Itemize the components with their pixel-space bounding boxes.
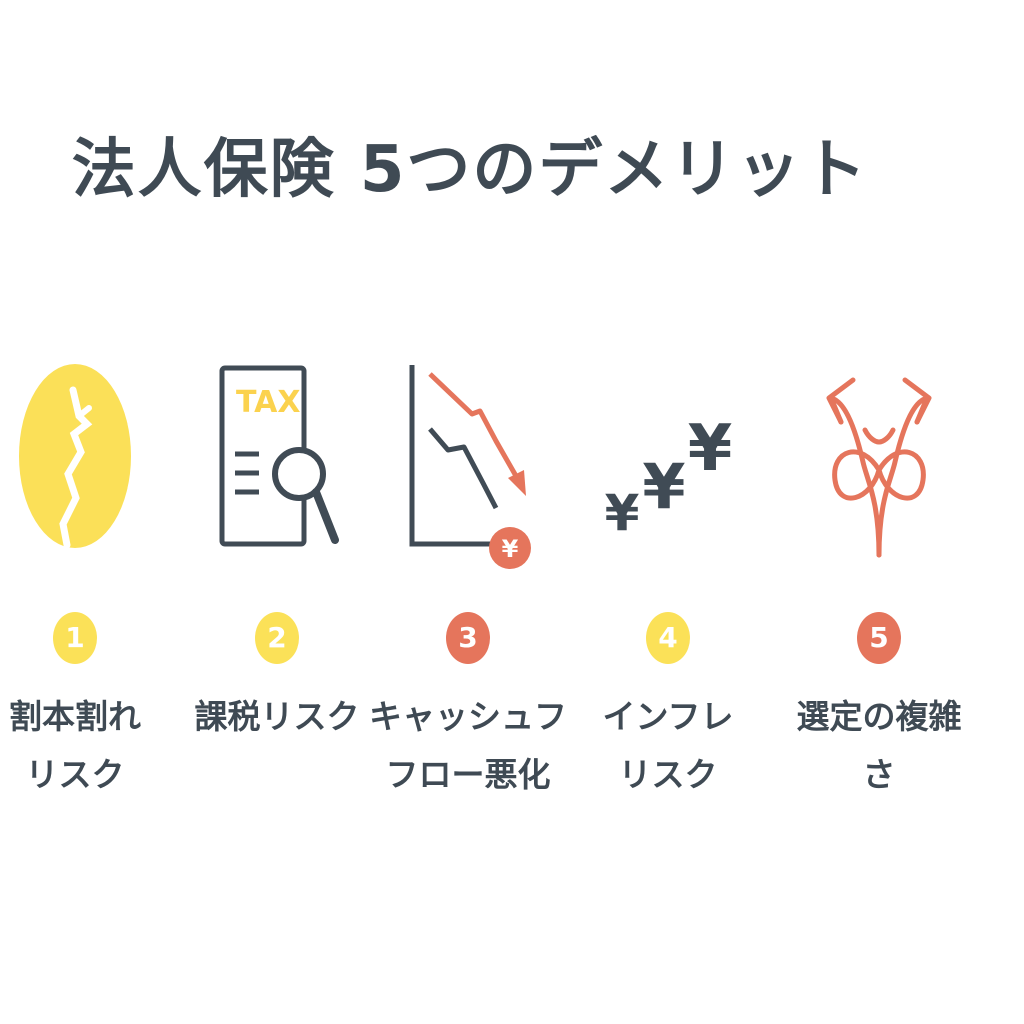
yen-large-text: ¥ bbox=[688, 412, 733, 486]
number-badge: 2 bbox=[255, 612, 299, 664]
item-label: インフレ リスク bbox=[568, 688, 768, 804]
item-principal-loss: 1 割本割れ リスク bbox=[0, 350, 175, 820]
item-tax-risk: TAX 2 課税リスク bbox=[177, 350, 377, 820]
rising-yen-signs-icon: ¥ ¥ ¥ bbox=[605, 412, 733, 542]
item-label-line: リスク bbox=[618, 755, 718, 794]
tax-document-magnifier-icon: TAX bbox=[219, 365, 339, 547]
item-label: 選定の複雑 さ bbox=[779, 688, 979, 804]
item-label-line: インフレ bbox=[602, 697, 734, 736]
yen-medium-text: ¥ bbox=[642, 450, 685, 523]
item-cashflow: ¥ 3 キャッシュフ フロー悪化 bbox=[368, 350, 568, 820]
item-inflation: ¥ ¥ ¥ 4 インフレ リスク bbox=[568, 350, 768, 820]
declining-chart-yen-icon: ¥ bbox=[409, 365, 531, 569]
item-label-line: 課税リスク bbox=[194, 697, 360, 736]
number-badge: 3 bbox=[446, 612, 490, 664]
item-label: 課税リスク bbox=[177, 688, 377, 746]
item-label: キャッシュフ フロー悪化 bbox=[368, 688, 568, 804]
number-badge: 1 bbox=[53, 612, 97, 664]
item-label-line: リスク bbox=[25, 755, 125, 794]
item-label-line: 選定の複雑 bbox=[796, 697, 962, 736]
tangled-arrows-icon bbox=[826, 377, 932, 558]
number-badge: 5 bbox=[857, 612, 901, 664]
tax-icon-text: TAX bbox=[236, 385, 300, 420]
number-badge: 4 bbox=[646, 612, 690, 664]
item-label: 割本割れ リスク bbox=[0, 688, 175, 804]
cracked-coin-icon bbox=[19, 364, 131, 549]
item-label-line: 割本割れ bbox=[9, 697, 141, 736]
yen-small-text: ¥ bbox=[605, 484, 640, 542]
item-selection-complexity: 5 選定の複雑 さ bbox=[779, 350, 979, 820]
item-label-line: キャッシュフ bbox=[369, 697, 567, 736]
item-label-line: フロー悪化 bbox=[385, 755, 551, 794]
page-title: 法人保険 5つのデメリット bbox=[71, 133, 869, 207]
yen-icon-text: ¥ bbox=[502, 535, 519, 563]
item-label-line: さ bbox=[862, 755, 896, 794]
